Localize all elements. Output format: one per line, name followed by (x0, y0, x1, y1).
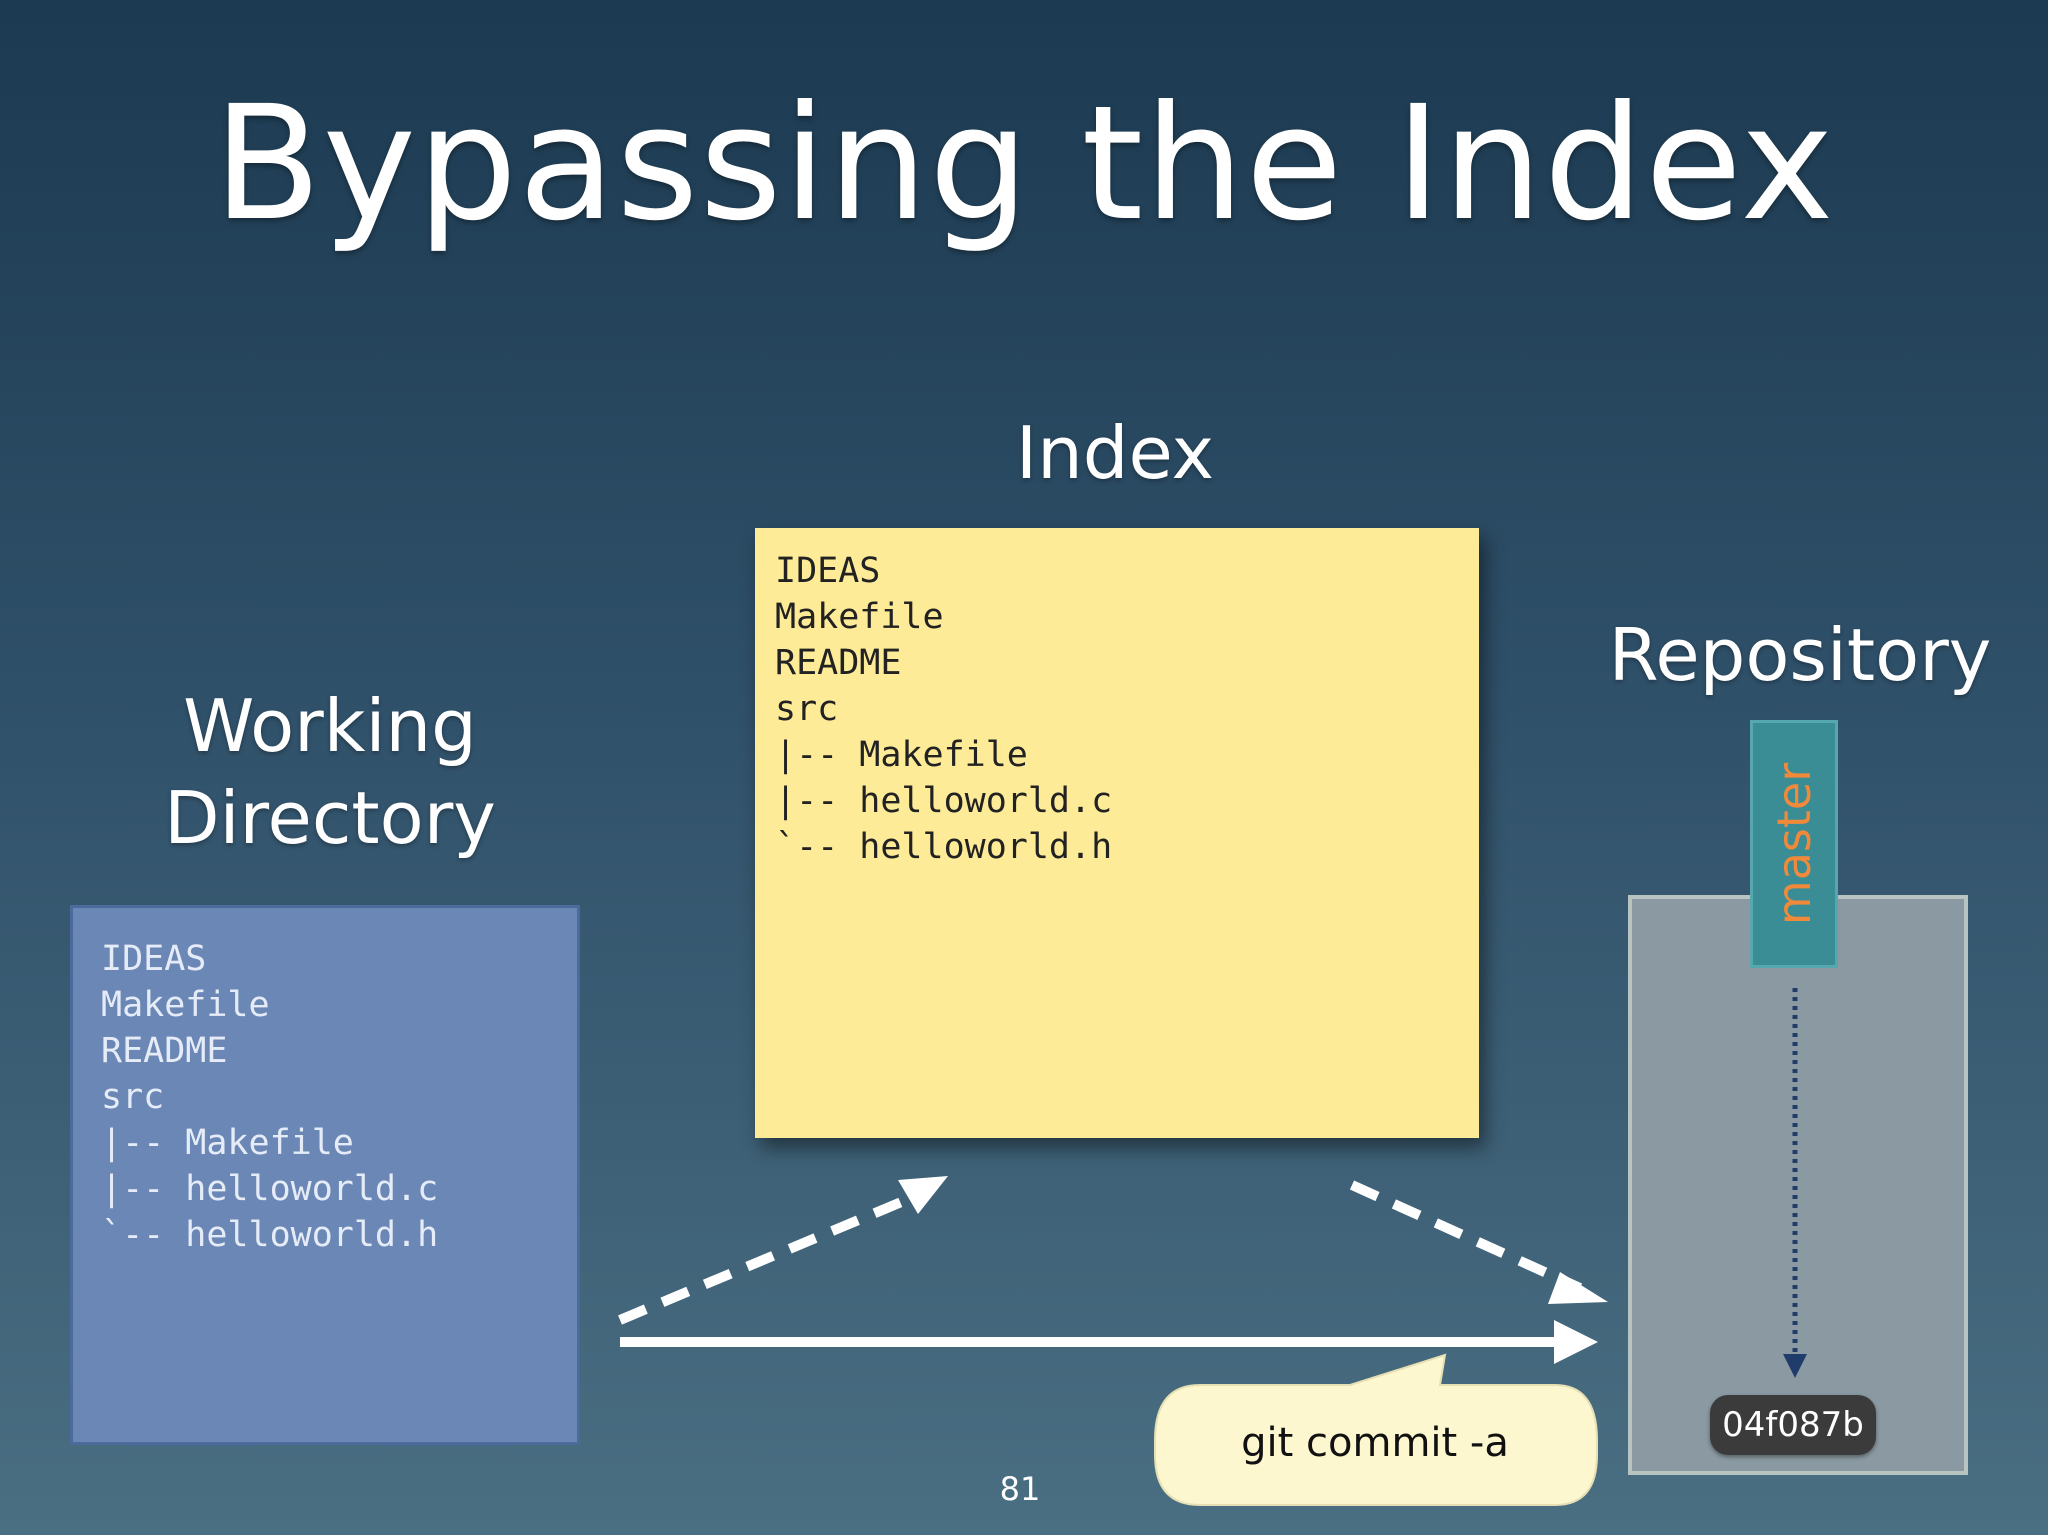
dashed-arrow-to-index (618, 1185, 932, 1325)
arrowhead-solid (1554, 1320, 1598, 1364)
working-directory-box: IDEAS Makefile README src |-- Makefile |… (70, 905, 580, 1445)
arrowhead-to-repo (1548, 1272, 1608, 1304)
dashed-arrow-to-repo (1349, 1180, 1583, 1293)
file-entry: src (775, 689, 839, 729)
command-callout-bubble (1154, 1353, 1598, 1506)
slide-title: Bypassing the Index (213, 72, 1835, 256)
file-entry: README (775, 643, 902, 683)
file-entry: |-- Makefile (775, 735, 1028, 775)
commit-id-badge: 04f087b (1710, 1395, 1876, 1455)
index-box: IDEAS Makefile README src |-- Makefile |… (755, 528, 1479, 1138)
file-entry: |-- Makefile (101, 1123, 354, 1163)
index-file-list: IDEAS Makefile README src |-- Makefile |… (775, 548, 1112, 870)
file-entry: IDEAS (101, 939, 207, 979)
file-entry: Makefile (775, 597, 944, 637)
file-entry: Makefile (101, 985, 270, 1025)
branch-name: master (1767, 762, 1821, 926)
branch-tag: master (1750, 720, 1838, 968)
working-file-list: IDEAS Makefile README src |-- Makefile |… (101, 936, 438, 1258)
repository-label: Repository (1608, 613, 1992, 697)
working-label-line1: Working (183, 684, 477, 768)
index-label: Index (1015, 411, 1215, 495)
working-directory-label: Working Directory (120, 680, 540, 864)
command-text: git commit -a (1241, 1420, 1509, 1466)
file-entry: |-- helloworld.c (101, 1169, 439, 1209)
file-entry: README (101, 1031, 228, 1071)
file-entry: src (101, 1077, 165, 1117)
file-entry: `-- helloworld.h (775, 827, 1113, 867)
page-number: 81 (999, 1470, 1041, 1508)
working-label-line2: Directory (164, 776, 496, 860)
repository-box (1628, 895, 1968, 1475)
arrowhead-to-index (898, 1176, 948, 1214)
file-entry: IDEAS (775, 551, 881, 591)
file-entry: |-- helloworld.c (775, 781, 1113, 821)
file-entry: `-- helloworld.h (101, 1215, 439, 1255)
branch-pointer-arrowhead (1783, 1354, 1807, 1378)
